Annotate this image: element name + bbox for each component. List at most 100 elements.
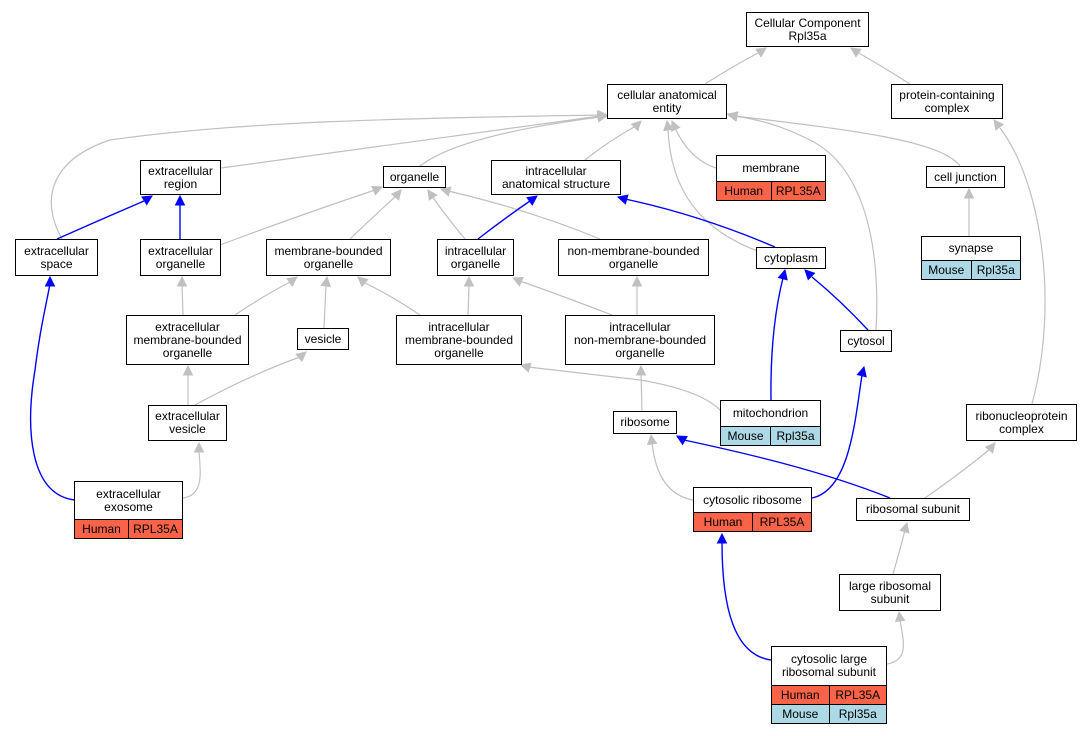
edge-cytosol-to-cytoplasm [804,269,869,331]
edge-arrowhead [755,47,767,58]
edge-arrowhead [963,187,975,199]
edge-arrowhead [176,275,188,287]
node-label: membrane-bounded organelle [274,243,383,271]
node-label: mitochondrion [732,406,809,420]
edge-arrowhead [439,186,452,197]
edge-line [640,372,643,412]
edge-cribo-to-ribosome [646,433,694,501]
edge-arrowhead [670,119,681,132]
edge-arrowhead [856,365,867,378]
edge-space-to-region [56,195,153,240]
edge-vesicle-to-mbo [320,275,332,329]
node-cellular-anatomical-entity: cellular anatomical entity [607,84,727,119]
edge-arrowhead [44,275,56,287]
node-label: protein-containing complex [899,87,995,115]
node-label: intracellular organelle [444,243,507,271]
node-extracellular-space: extracellular space [15,239,98,276]
node-label: extracellular space [24,243,89,271]
edge-arrowhead [371,185,384,196]
edge-iorg-to-ias [477,195,538,240]
edge-arrowhead [427,189,438,201]
species-cell: Mouse [922,261,971,279]
edge-arrowhead [526,195,538,206]
edge-clrsub-to-lrsub [886,610,906,665]
edge-eorg-to-organelle [219,185,384,246]
edge-line [856,51,911,85]
edge-line [182,450,201,499]
edge-eorg-to-region [174,194,186,239]
edge-arrowhead [635,364,647,376]
edge-line [181,283,184,316]
edge-evesicle-to-vesicle [194,351,307,406]
node-label: intracellular non-membrane-bounded organ… [573,319,707,360]
edge-rsub-to-ribosome [676,435,891,499]
node-membrane-bounded-organelle: membrane-bounded organelle [266,239,391,276]
edge-inmbo-to-iorg [511,276,613,316]
edge-cribo-to-cytosol [811,365,867,499]
edge-synapse-to-cellj [963,187,975,236]
node-extracellular-membrane-bounded-organelle: extracellular membrane-bounded organelle [126,315,249,365]
edge-arrowhead [511,276,524,287]
edge-line [467,284,470,316]
edge-arrowhead [596,112,609,123]
edge-arrowhead [390,189,402,201]
edge-arrowhead [777,268,788,281]
edge-arrowhead [174,194,186,206]
node-label: extracellular organelle [148,243,213,271]
edge-line [674,127,717,169]
edge-line [651,442,694,501]
node-ribosome: ribosome [613,411,677,434]
edge-line [50,114,601,240]
edge-entity-to-component [704,47,767,85]
gene-cell: RPL35A [128,520,182,538]
edge-imbo-to-iorg [463,275,475,316]
node-label: large ribosomal subunit [848,578,932,606]
edge-line [194,356,301,406]
edge-cytoplasm-to-ias [616,194,776,248]
edge-line [364,282,421,316]
node-intracellular-membrane-bounded-organelle: intracellular membrane-bounded organelle [396,315,522,365]
edge-line [477,200,531,240]
edge-line [56,200,145,240]
edge-cytosol-to-entity [726,111,878,331]
edge-mito-to-imbo [519,362,721,411]
node-extracellular-organelle: extracellular organelle [140,239,221,276]
edge-arrowhead [663,119,674,132]
edge-embo-to-eorg [176,275,188,316]
node-intracellular-anatomical-structure: intracellular anatomical structure [491,160,621,195]
node-label: cell junction [934,169,997,184]
node-label: cellular anatomical entity [617,87,717,115]
gene-cell: Rpl35a [770,427,820,445]
node-intracellular-non-membrane-bounded-organelle: intracellular non-membrane-bounded organ… [565,315,715,365]
species-cell: Mouse [721,427,770,445]
edge-line [770,277,784,401]
edge-line [924,448,991,499]
edge-line [431,195,466,240]
edge-rsub-to-ribonucleo [924,442,996,499]
species-cell: Mouse [772,705,829,723]
edge-evesicle-to-embo [182,364,194,405]
edge-arrowhead [646,433,658,446]
edge-line [624,198,776,248]
node-cell-junction: cell junction [926,166,1005,188]
edge-line [734,115,961,167]
node-organelle: organelle [383,166,446,188]
node-protein-containing-complex: protein-containing complex [891,84,1003,119]
species-cell: Human [75,520,128,538]
edge-iorg-to-organelle [427,189,466,240]
edge-line [234,281,291,316]
edge-arrowhead [463,275,475,287]
edge-line [323,284,327,329]
edge-arrowhead [630,120,642,132]
node-label: extracellular membrane-bounded organelle [133,319,242,360]
edge-arrowhead [286,276,298,287]
edge-exosome-to-evesicle [182,441,205,499]
edge-complex-to-component [850,47,911,85]
node-label: synapse [948,241,994,255]
edge-line [999,127,1046,405]
